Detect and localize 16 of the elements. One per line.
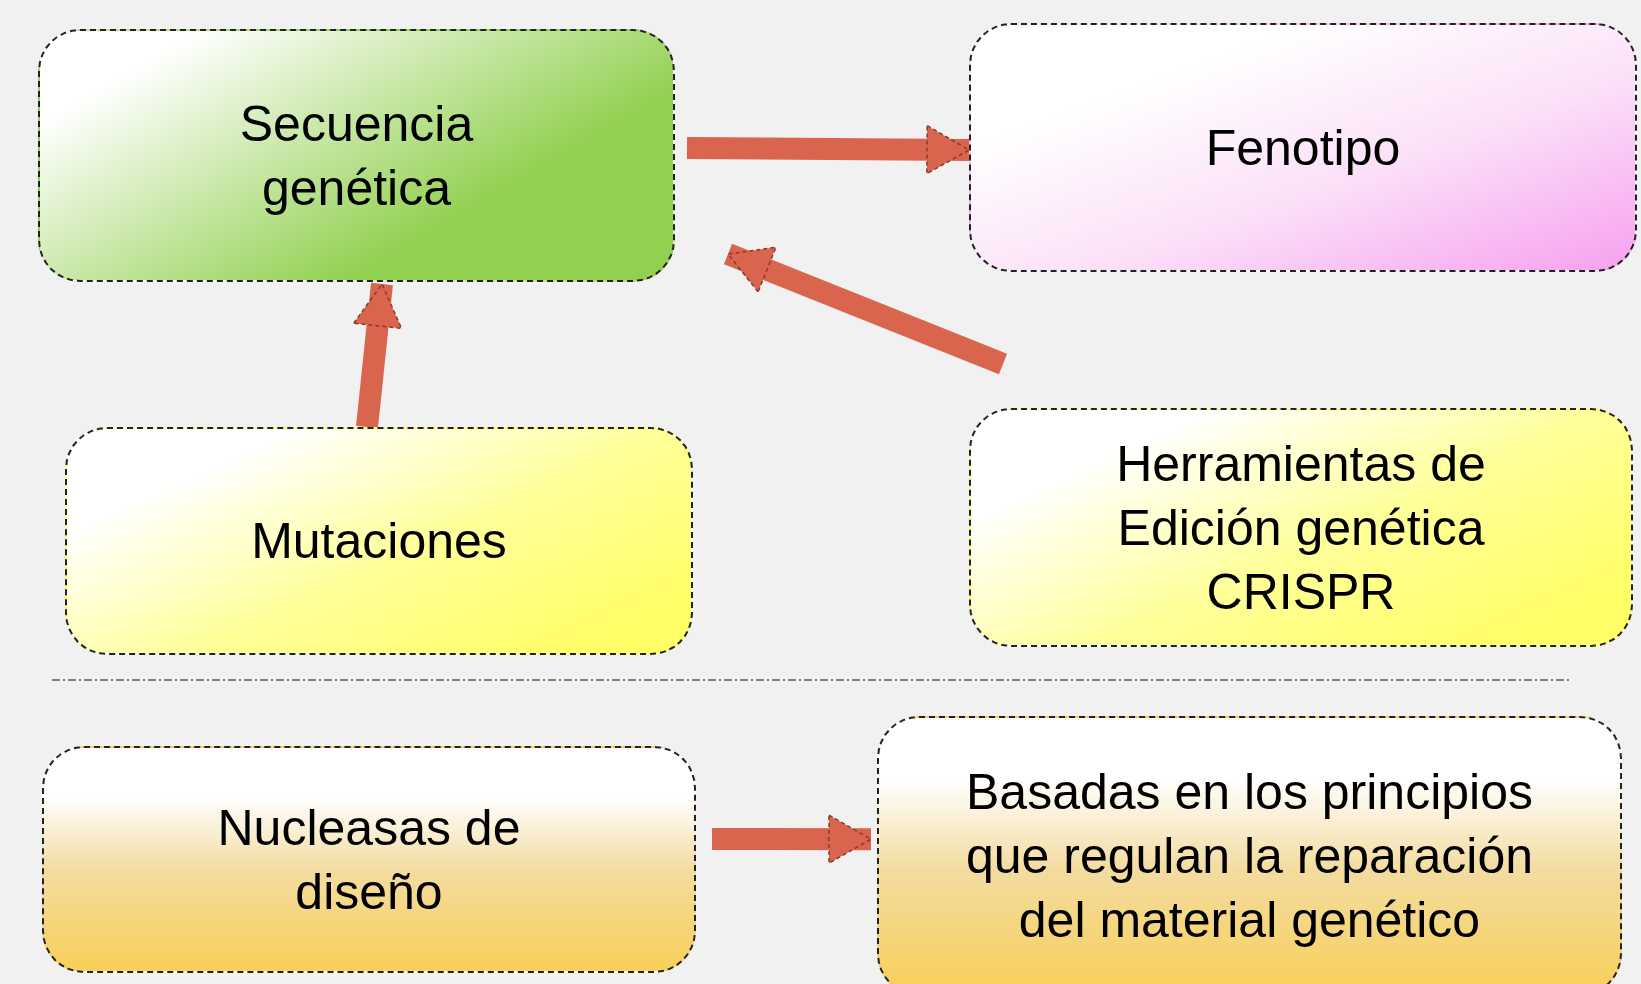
process-box	[877, 716, 1622, 984]
box-label: Mutaciones	[251, 512, 507, 571]
block-arrow	[686, 124, 970, 175]
box-label: Herramientas de Edición genética CRISPR	[1115, 434, 1487, 622]
box-label: Secuencia genética	[238, 94, 475, 218]
process-box	[42, 746, 696, 973]
process-box	[969, 23, 1637, 272]
process-box	[969, 408, 1633, 647]
box-label: Fenotipo	[1205, 118, 1401, 178]
process-box	[65, 427, 693, 655]
process-box	[38, 29, 675, 282]
block-arrow	[712, 814, 872, 864]
block-arrow	[353, 282, 403, 429]
box-label: Nucleasas de diseño	[216, 798, 522, 922]
block-arrow	[723, 243, 1008, 375]
box-label: Basadas en los principios que regulan la reparación del material genético	[964, 763, 1535, 950]
